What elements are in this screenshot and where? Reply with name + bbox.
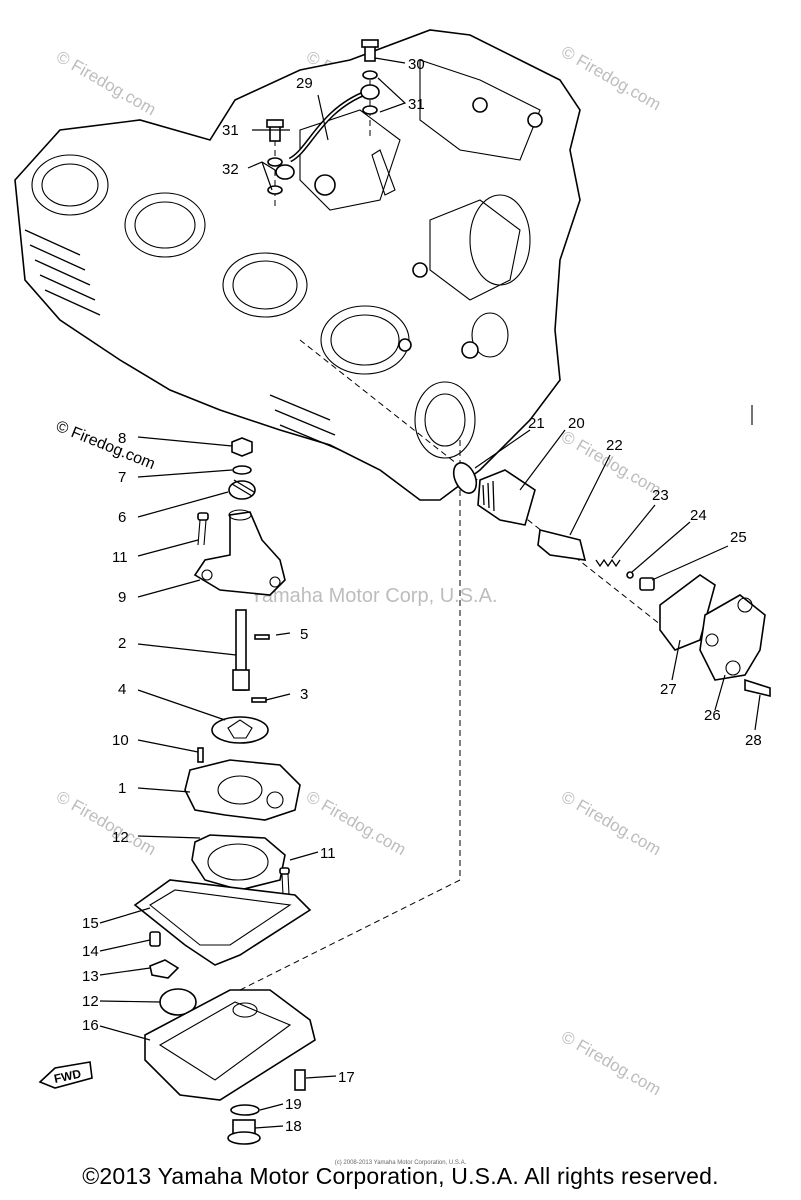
callout-15: 13: [82, 968, 99, 985]
callout-16: 15: [82, 915, 99, 932]
callout-2: 2: [118, 635, 126, 652]
callout-10: 10: [112, 732, 129, 749]
watermark-6: © Firedog.com: [303, 787, 409, 859]
callout-28: 27: [660, 681, 677, 698]
callout-23: 22: [606, 437, 623, 454]
fwd-label: FWD: [53, 1066, 83, 1085]
callout-12: 12: [112, 829, 129, 846]
callout-32-left: 32: [222, 161, 239, 178]
callout-31-left: 31: [222, 122, 239, 139]
callout-13: 12: [82, 993, 99, 1010]
callout-20: 19: [285, 1096, 302, 1113]
centerline-oilpump: [199, 440, 461, 1011]
callout-21: 20: [568, 415, 585, 432]
watermark-8: © Firedog.com: [558, 1027, 664, 1099]
leader-lines: [99, 57, 761, 1129]
callout-6: 6: [118, 509, 126, 526]
watermark-7: © Firedog.com: [558, 787, 664, 859]
callout-27: 26: [704, 707, 721, 724]
tiny-copyright: (c) 2008-2013 Yamaha Motor Corporation, …: [334, 1160, 467, 1166]
callout-labels: 8 7 6 11 9 2 5 4 3 10 1 12 11 15 14 13 1…: [82, 56, 762, 1135]
watermark-center: Yamaha Motor Corp, U.S.A.: [250, 585, 498, 607]
callout-3: 3: [300, 686, 308, 703]
callout-11-upper: 11: [112, 549, 128, 566]
callout-4: 4: [118, 681, 126, 698]
callout-8: 8: [118, 430, 126, 447]
callout-19: 18: [285, 1118, 302, 1135]
callout-32-top: 31: [408, 96, 425, 113]
oil-pump-assembly: [133, 437, 316, 1145]
callout-1: 1: [118, 780, 126, 797]
callout-30: 29: [296, 75, 313, 92]
watermark-5: © Firedog.com: [53, 787, 159, 859]
crankcase: [14, 29, 581, 501]
callout-24: 23: [652, 487, 669, 504]
callout-7: 7: [118, 469, 126, 486]
callout-5: 5: [300, 626, 308, 643]
copyright-footer: ©2013 Yamaha Motor Corporation, U.S.A. A…: [82, 1163, 719, 1189]
callout-17: 16: [82, 1017, 99, 1034]
callout-22: 21: [528, 415, 545, 432]
callout-25: 24: [690, 507, 707, 524]
callout-14: 14: [82, 943, 99, 960]
callout-26: 25: [730, 529, 747, 546]
watermark-1: © Firedog.com: [53, 47, 159, 119]
callout-31-top: 30: [408, 56, 425, 73]
callout-18: 17: [338, 1069, 355, 1086]
callout-9: 9: [118, 589, 126, 606]
watermark-left: © Firedog.com: [54, 418, 158, 473]
oil-filter-assembly: [452, 462, 771, 698]
callout-29: 28: [745, 732, 762, 749]
callout-11-lower: 11: [320, 845, 336, 862]
fwd-arrow: FWD: [38, 1061, 93, 1089]
